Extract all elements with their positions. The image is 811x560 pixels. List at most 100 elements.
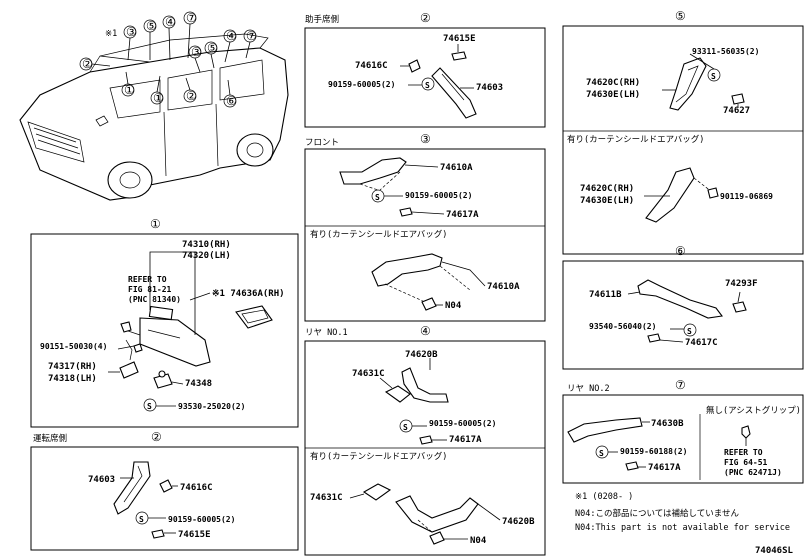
svg-text:S: S xyxy=(711,72,716,81)
screw-s-icon xyxy=(143,398,157,412)
part-74603-pass: 74603 xyxy=(476,83,503,93)
part-74615e-driver: 74615E xyxy=(178,530,211,540)
front-wheel-icon xyxy=(107,161,153,199)
section-4-caption: リヤ NO.1 xyxy=(305,328,348,338)
assist-grip-front-icon xyxy=(339,157,407,185)
svg-text:S: S xyxy=(687,327,692,336)
part-74617a-sec4: 74617A xyxy=(449,435,482,445)
section-5-sub-caption: 有り(カーテンシールドエアバッグ) xyxy=(567,134,704,145)
part-74627: 74627 xyxy=(723,106,750,116)
part-74636a: ※1 74636A(RH) xyxy=(212,289,285,299)
svg-text:S: S xyxy=(139,515,144,524)
rear-wheel-icon xyxy=(236,133,274,167)
section-4-number: ④ xyxy=(420,324,431,338)
assist-grip-pillar-icon xyxy=(669,57,707,111)
part-74630b: 74630B xyxy=(651,419,684,429)
part-74348: 74348 xyxy=(185,379,212,389)
section-5-frame xyxy=(562,25,804,255)
part-74631c-sub: 74631C xyxy=(310,493,343,503)
note-n04-jp: N04:この部品については補給していません xyxy=(575,508,740,519)
part-93540: 93540-56040(2) xyxy=(589,322,656,331)
section-2-passenger-frame xyxy=(304,27,546,128)
figure-id: 74046SL xyxy=(755,546,794,556)
part-74320: 74320(LH) xyxy=(182,251,231,261)
callout-6: ⑥ xyxy=(226,94,237,108)
part-74615e-pass: 74615E xyxy=(443,34,476,44)
section-2-driver-caption: 運転席側 xyxy=(33,433,67,444)
section-2-driver-frame xyxy=(30,446,299,551)
part-74617a-sec3: 74617A xyxy=(446,210,479,220)
inset-refer-pnc: (PNC 62471J) xyxy=(724,468,782,477)
callout-3a: ③ xyxy=(126,25,137,39)
cap-driver-icon xyxy=(159,479,173,493)
callout-5b: ⑤ xyxy=(207,41,218,55)
vehicle-overview xyxy=(19,33,289,201)
section-7-frame xyxy=(562,394,804,484)
inset-refer-fig: FIG 64-51 xyxy=(724,458,768,467)
section-6: ⑥ 74293F 74611B 93540-56040(2) 74617C S xyxy=(562,244,804,370)
section-6-number: ⑥ xyxy=(675,244,686,258)
part-74630e: 74630E(LH) xyxy=(586,90,640,100)
section-2-driver: 運転席側 ② 74603 74616C 90159-60005(2) 74615… xyxy=(30,430,299,551)
note-n04-sec3: N04 xyxy=(445,301,462,311)
part-74620c-sub: 74620C(RH) xyxy=(580,184,634,194)
callout-1b: ① xyxy=(153,91,164,105)
visor-holder-icon xyxy=(119,361,139,379)
section-7: リヤ NO.2 ⑦ 74630B 90159-60188(2) 74617A S… xyxy=(562,378,804,484)
part-74616c-pass: 74616C xyxy=(355,61,388,71)
callout-3b: ③ xyxy=(191,45,202,59)
sun-visor-icon xyxy=(139,317,211,367)
section-4-sub-caption: 有り(カーテンシールドエアバッグ) xyxy=(310,451,447,462)
section-1: ① 74310(RH) 74320(LH) REFER TO FIG 81-21… xyxy=(30,217,299,428)
callout-2a: ② xyxy=(82,57,93,71)
refer-pnc-1: (PNC 81340) xyxy=(128,295,181,304)
section-3: フロント ③ 74610A 90159-60005(2) 74617A S 有り… xyxy=(304,132,546,322)
part-74610a: 74610A xyxy=(440,163,473,173)
part-74620c: 74620C(RH) xyxy=(586,78,640,88)
assist-grip-rear-seat-icon xyxy=(637,279,723,319)
section-3-number: ③ xyxy=(420,132,431,146)
assist-grip-pillar-airbag-icon xyxy=(645,167,695,223)
section-1-number: ① xyxy=(150,217,161,231)
assist-grip-passenger-icon xyxy=(431,67,477,119)
assist-grip-driver-icon xyxy=(113,461,151,515)
part-93311: 93311-56035(2) xyxy=(692,47,759,56)
section-2-passenger-caption: 助手席側 xyxy=(305,14,339,25)
part-74631c: 74631C xyxy=(352,369,385,379)
hook-icon xyxy=(732,301,747,313)
section-7-number: ⑦ xyxy=(675,378,686,392)
part-90159-sec4: 90159-60005(2) xyxy=(429,419,496,428)
notes: ※1 (0208- ) N04:この部品については補給していません N04:Th… xyxy=(575,492,794,556)
callout-7a: ⑦ xyxy=(186,11,197,25)
note-n04-sec4: N04 xyxy=(470,536,487,546)
svg-text:S: S xyxy=(147,402,152,411)
part-90159-driver: 90159-60005(2) xyxy=(168,515,235,524)
callout-2b: ② xyxy=(186,89,197,103)
section-4: リヤ NO.1 ④ 74620B 74631C 90159-60005(2) 7… xyxy=(304,324,546,556)
bracket-rear1-icon xyxy=(384,385,411,403)
assist-grip-rear2-icon xyxy=(567,417,643,443)
part-74630e-sub: 74630E(LH) xyxy=(580,196,634,206)
part-90159-sec7: 90159-60188(2) xyxy=(620,447,687,456)
section-7-caption: リヤ NO.2 xyxy=(567,384,610,394)
part-90159-sec3: 90159-60005(2) xyxy=(405,191,472,200)
bolt-n04-icon xyxy=(421,297,437,311)
note-n04-en: N04:This part is not available for servi… xyxy=(575,523,790,533)
section-3-frame xyxy=(304,148,546,322)
part-74293f: 74293F xyxy=(725,279,758,289)
part-74620b-sub: 74620B xyxy=(502,517,535,527)
part-74318: 74318(LH) xyxy=(48,374,97,384)
section-1-frame xyxy=(30,233,299,428)
callout-7b: ⑦ xyxy=(246,29,257,43)
assist-grip-rear1-airbag-icon xyxy=(395,495,479,533)
part-74603-driver: 74603 xyxy=(88,475,115,485)
section-5: ⑤ 93311-56035(2) 74620C(RH) 74630E(LH) 7… xyxy=(562,9,804,255)
section-2-passenger: 助手席側 ② 74615E 74616C 90159-60005(2) 7460… xyxy=(304,11,546,128)
section-3-caption: フロント xyxy=(305,138,339,148)
part-74617c: 74617C xyxy=(685,338,718,348)
part-74616c-driver: 74616C xyxy=(180,483,213,493)
part-74611b: 74611B xyxy=(589,290,622,300)
section-3-sub-caption: 有り(カーテンシールドエアバッグ) xyxy=(310,229,447,240)
part-74317: 74317(RH) xyxy=(48,362,97,372)
